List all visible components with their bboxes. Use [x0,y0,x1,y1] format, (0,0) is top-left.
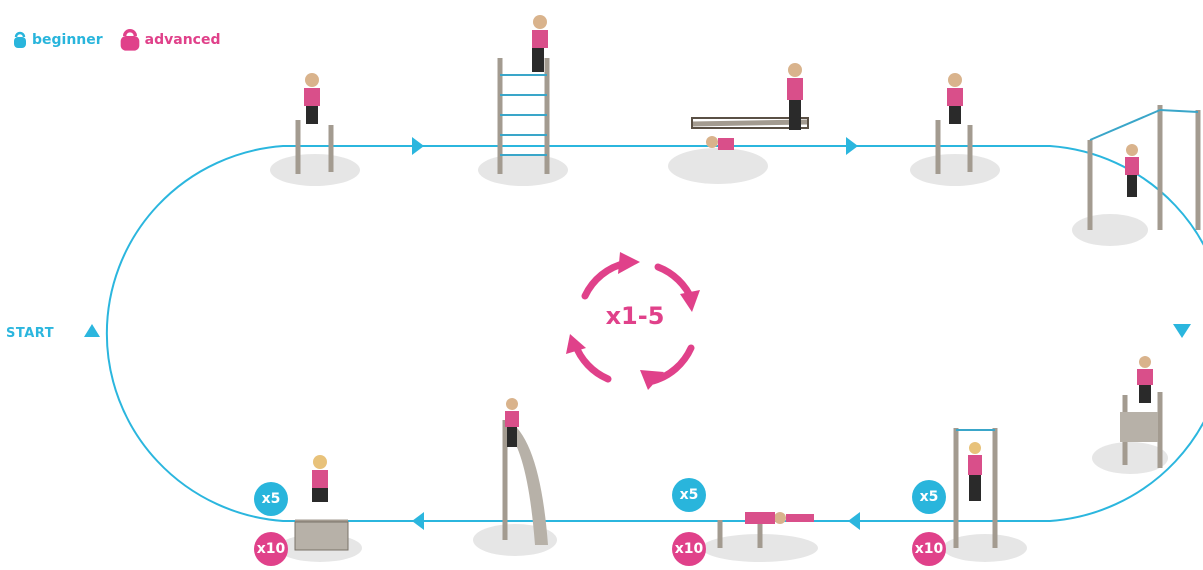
equipment [295,58,1198,548]
badge-beginner-pushup: x5 [672,478,706,512]
arrow-up-icon [84,324,100,337]
badge-beginner-rings: x5 [912,480,946,514]
track-loop [107,146,1203,521]
box-shape [295,522,348,550]
legend: beginner advanced [12,28,221,52]
arrow-right-icon [846,137,858,155]
badge-advanced-box: x10 [254,532,288,566]
badge-advanced-rings: x10 [912,532,946,566]
arrow-left-icon [412,512,424,530]
repeat-count-label: x1-5 [585,302,685,330]
arrow-right-icon [412,137,424,155]
legend-advanced: advanced [119,28,221,52]
wall-board-shape [1120,412,1158,442]
badge-advanced-pushup: x10 [672,532,706,566]
badge-beginner-box: x5 [254,482,288,516]
legend-beginner-label: beginner [32,32,103,48]
kettlebell-beginner-icon [12,31,28,49]
kettlebell-advanced-icon [119,28,141,52]
athletes [304,15,1153,524]
station-shadows [270,148,1168,562]
legend-beginner: beginner [12,31,103,49]
arrow-left-icon [848,512,860,530]
arrow-down-icon [1173,324,1191,338]
start-label: START [6,326,54,341]
legend-advanced-label: advanced [145,32,221,48]
